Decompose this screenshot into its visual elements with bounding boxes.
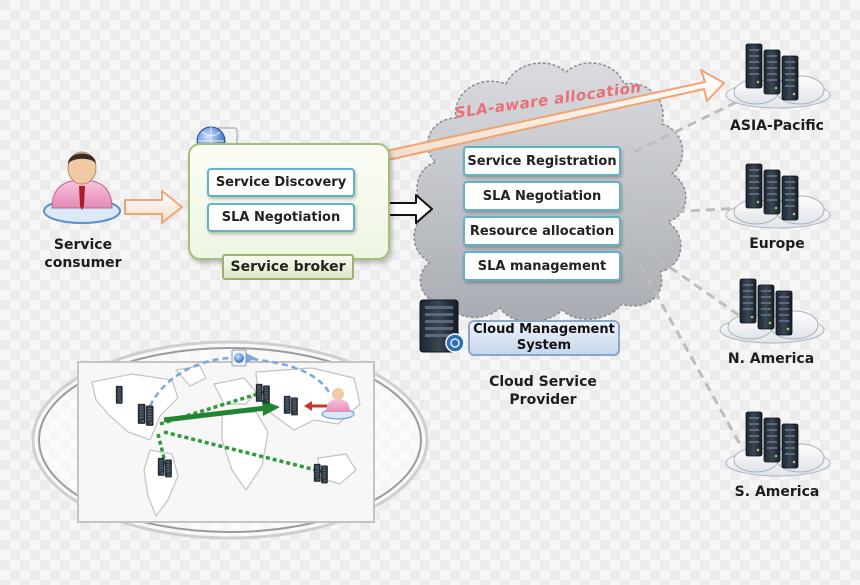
map-greenland [174, 365, 207, 387]
cloud-management-system-box: Cloud Management System [468, 320, 620, 356]
cloud-service-provider-line2: Provider [509, 392, 577, 408]
service-consumer-label-line1: Service [53, 237, 113, 253]
region-label-asia-pacific: ASIA-Pacific [730, 118, 824, 134]
service-consumer-icon [43, 151, 121, 224]
link-n-america [644, 248, 741, 318]
link-s-america [638, 264, 744, 449]
region-label-s-america: S. America [734, 484, 820, 500]
provider-sla-negotiation-box: SLA Negotiation [463, 181, 621, 211]
broker-sla-negotiation-box: SLA Negotiation [207, 203, 355, 232]
sla-aware-allocation-arrow [385, 69, 725, 161]
sla-management-box: SLA management [463, 251, 621, 281]
service-discovery-box: Service Discovery [207, 168, 355, 197]
service-consumer-label-line2: consumer [44, 255, 122, 271]
region-links [633, 96, 746, 449]
server-group-asia-pacific [725, 43, 831, 109]
server-group-s-america [725, 411, 831, 477]
cms-label-line2: System [516, 338, 572, 353]
server-group-europe [725, 163, 831, 229]
link-asia-pacific [633, 96, 746, 154]
map-north-america [91, 373, 179, 441]
cloud-service-provider-line1: Cloud Service [489, 374, 597, 390]
map-consumer-icon [321, 388, 355, 420]
service-registration-box: Service Registration [463, 146, 621, 176]
map-main-arrowhead [262, 400, 280, 416]
region-label-n-america: N. America [727, 351, 815, 367]
map-europe [213, 377, 257, 405]
map-main-link [163, 405, 267, 423]
service-broker-panel [188, 143, 390, 260]
service-broker-label: Service broker [222, 254, 354, 280]
link-europe [645, 206, 746, 215]
region-label-europe: Europe [749, 236, 805, 252]
cloud-service-provider-label: Cloud Service Provider [468, 373, 618, 409]
resource-allocation-box: Resource allocation [463, 216, 621, 246]
map-africa [221, 411, 269, 492]
service-consumer-label: Service consumer [38, 236, 128, 272]
map-dashed-arc [148, 356, 332, 407]
map-link-samerica [156, 433, 168, 467]
server-group-n-america [719, 278, 825, 344]
cms-label-line1: Cloud Management [473, 322, 615, 337]
consumer-to-broker-arrow [124, 190, 183, 224]
cloud-management-server-icon [419, 299, 465, 353]
world-map-inset [31, 340, 429, 540]
